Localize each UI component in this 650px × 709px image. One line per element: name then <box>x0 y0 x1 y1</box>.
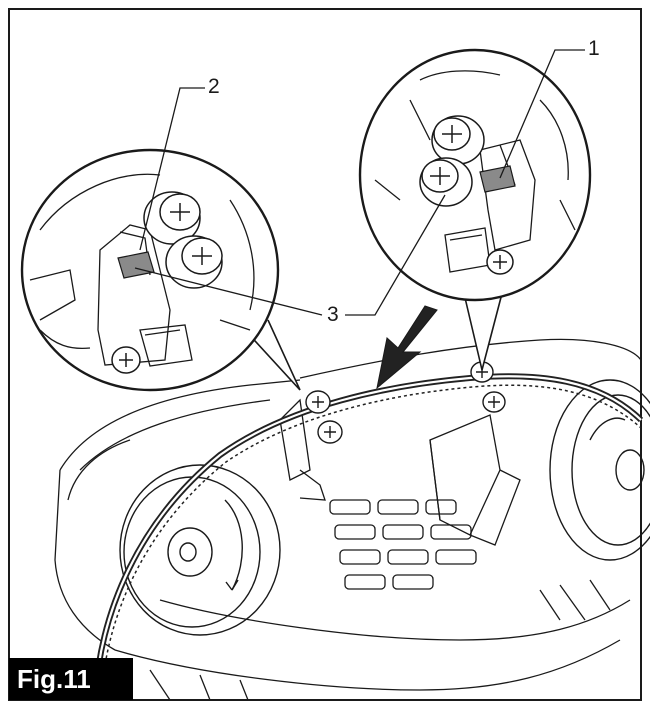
toothed-belt <box>92 373 644 701</box>
right-detail-view <box>358 48 592 371</box>
right-pulley <box>549 379 650 561</box>
leader-lines <box>134 49 585 316</box>
callout-1: 1 <box>588 37 600 60</box>
right-adjust-tab <box>479 165 516 193</box>
callout-3: 3 <box>327 303 339 326</box>
machine-body <box>54 338 642 701</box>
arrow-down-left-icon <box>376 305 438 390</box>
left-adjust-tab <box>117 251 155 279</box>
callout-2: 2 <box>208 75 220 98</box>
figure-border <box>8 8 642 701</box>
figure-label: Fig.11 <box>9 658 133 700</box>
left-pulley <box>119 464 281 636</box>
left-detail-view <box>20 148 301 392</box>
